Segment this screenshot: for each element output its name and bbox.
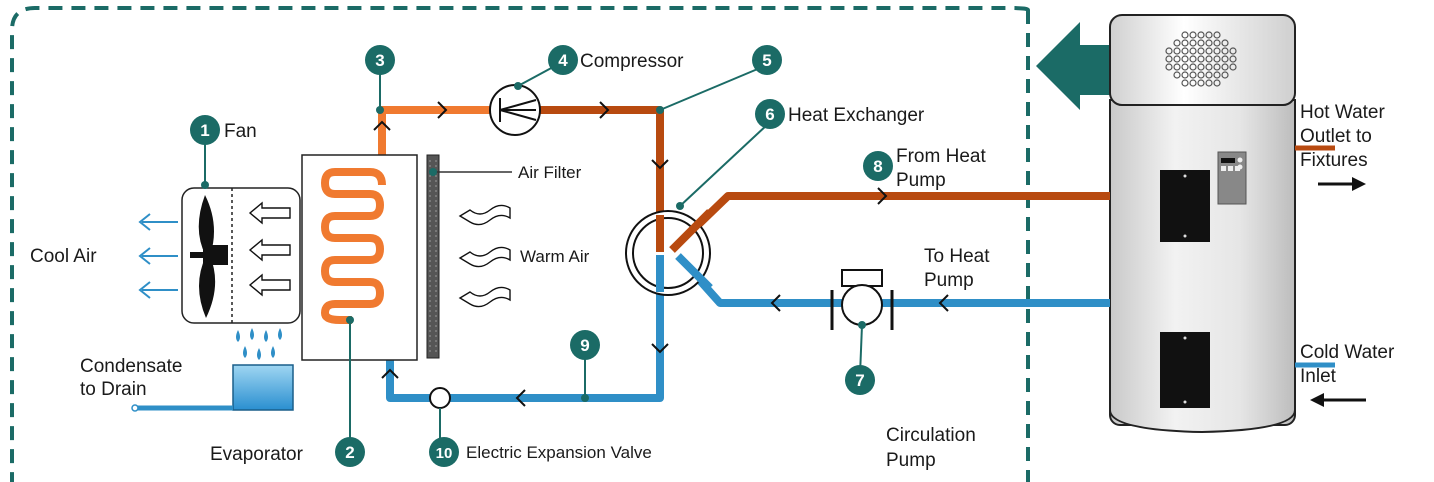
label-cold-water-line2: Inlet	[1300, 366, 1337, 387]
warm-air-arrow-icon	[458, 204, 511, 308]
label-air-filter: Air Filter	[518, 163, 582, 182]
label-cold-water-line1: Cold Water	[1300, 342, 1395, 363]
control-display-icon	[1217, 151, 1247, 205]
cold-water-in-arrow-icon	[1310, 393, 1366, 407]
condensate-drops-icon	[236, 328, 282, 360]
svg-text:4: 4	[558, 51, 568, 70]
label-heat-exchanger: Heat Exchanger	[788, 105, 925, 126]
air-filter	[426, 154, 440, 359]
drain-pan	[131, 364, 294, 412]
hot-water-out-arrow-icon	[1318, 177, 1366, 191]
svg-text:3: 3	[375, 51, 384, 70]
svg-text:10: 10	[436, 445, 453, 462]
marker-1: 1	[190, 115, 220, 145]
label-evaporator: Evaporator	[210, 444, 304, 465]
water-heater-tank	[1109, 14, 1296, 434]
marker-9: 9	[570, 330, 600, 360]
label-from-heat-pump-line2: Pump	[896, 170, 946, 191]
vent-grille-icon	[1165, 31, 1237, 87]
label-circulation-pump-line1: Circulation	[886, 425, 976, 446]
marker-5: 5	[752, 45, 782, 75]
label-fan: Fan	[224, 121, 257, 142]
label-hot-water-line2: Outlet to	[1300, 126, 1372, 147]
label-to-heat-pump-line2: Pump	[924, 270, 974, 291]
svg-text:6: 6	[765, 105, 774, 124]
marker-4: 4	[548, 45, 578, 75]
air-flow-arrow-icon	[1036, 22, 1110, 110]
label-condensate-line1: Condensate	[80, 356, 182, 377]
label-hot-water-line3: Fixtures	[1300, 150, 1368, 171]
label-cool-air: Cool Air	[30, 246, 97, 267]
svg-text:1: 1	[200, 121, 209, 140]
cold-water-pipe	[675, 253, 1110, 307]
system-boundary	[10, 6, 1030, 482]
label-from-heat-pump-line1: From Heat	[896, 146, 986, 167]
compressor-icon	[489, 84, 541, 136]
evaporator-coil	[321, 168, 386, 324]
marker-6: 6	[755, 99, 785, 129]
marker-7: 7	[845, 365, 875, 395]
circulation-pump-icon	[830, 269, 894, 330]
marker-3: 3	[365, 45, 395, 75]
label-condensate-line2: to Drain	[80, 379, 147, 400]
heat-exchanger	[625, 209, 713, 296]
cold-refrigerant-line	[386, 250, 664, 402]
label-hot-water-line1: Hot Water	[1300, 102, 1385, 123]
label-circulation-pump-line2: Pump	[886, 450, 936, 471]
label-compressor: Compressor	[580, 51, 684, 72]
svg-text:7: 7	[855, 371, 864, 390]
label-expansion-valve: Electric Expansion Valve	[466, 443, 652, 462]
svg-text:9: 9	[580, 336, 589, 355]
upper-access-panel	[1160, 170, 1210, 242]
cool-air-arrow-icon	[138, 213, 178, 299]
internal-airflow-arrow-icon	[248, 201, 291, 297]
marker-8: 8	[863, 151, 893, 181]
label-to-heat-pump-line1: To Heat	[924, 246, 990, 267]
label-warm-air: Warm Air	[520, 247, 590, 266]
svg-text:8: 8	[873, 157, 882, 176]
hot-water-pipe	[669, 192, 1110, 253]
svg-text:2: 2	[345, 443, 354, 462]
lower-access-panel	[1160, 332, 1210, 408]
svg-text:5: 5	[762, 51, 771, 70]
expansion-valve-icon	[429, 387, 451, 409]
marker-10: 10	[429, 437, 459, 467]
marker-2: 2	[335, 437, 365, 467]
